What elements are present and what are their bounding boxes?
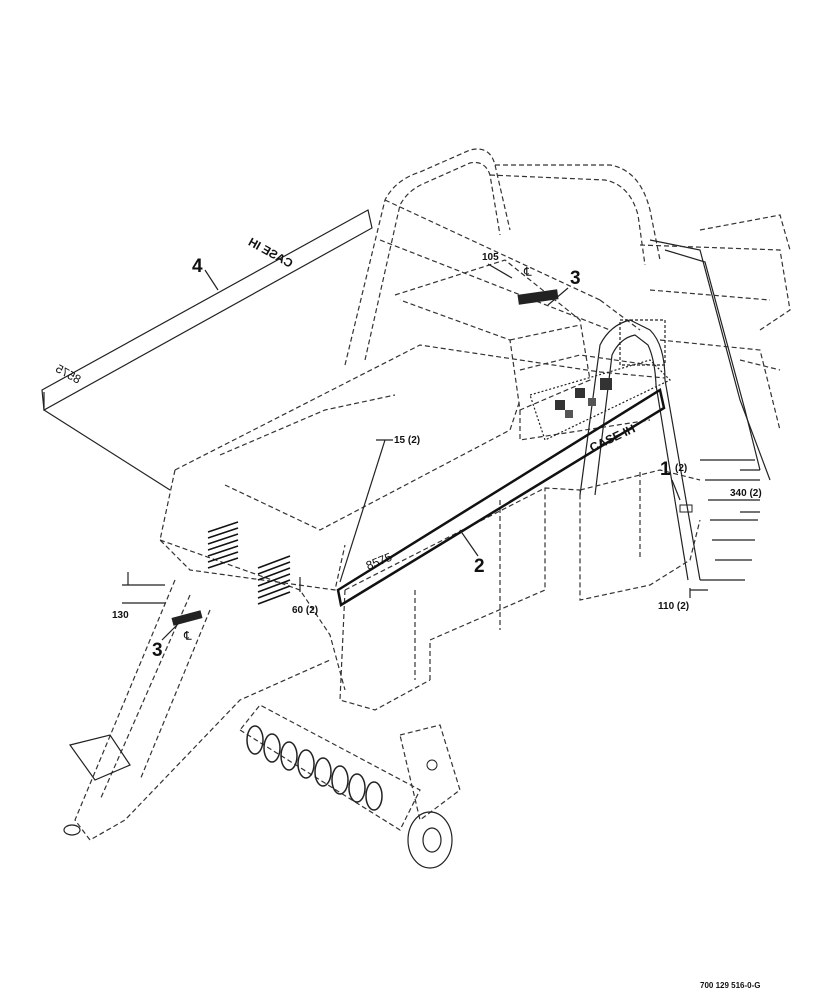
callout-2-label: 2 [474,556,485,577]
callout-4-label: 4 [192,256,203,277]
handrail-ladder [579,239,771,581]
side-stripe-decal: 8575 CASE IH [336,388,666,607]
hitch-tongue [63,579,331,841]
dimension-110: 110 (2) [658,588,708,612]
bale-chamber-rear [619,214,791,431]
callout-item-2: 2 [459,529,485,577]
dimension-340-label: 340 (2) [730,488,762,499]
callout-item-3-top: 3 ℄ [517,265,581,306]
front-vents [207,521,291,605]
rollbar-frame [344,148,661,366]
dimension-110-label: 110 (2) [658,601,689,612]
callout-item-3-left: 3 ℄ [152,610,203,661]
callout-1-qty: (2) [675,463,687,474]
dimension-15-label: 15 (2) [394,435,420,446]
decal-brand-text-top: CASE IH [246,235,295,271]
wheel [399,724,461,869]
decal-model-text-side: 8575 [364,550,394,573]
figure-id: 700 129 516-0-G [700,981,761,990]
dimension-340: 340 (2) [730,469,762,513]
callout-3-left-label: 3 [152,640,163,661]
baler-body [159,259,701,711]
dimension-60: 60 (2) [292,577,318,616]
dimension-105: 105 [482,252,513,279]
decal-model-text-top: 8575 [53,361,83,386]
dimension-105-label: 105 [482,252,499,263]
callout-item-4: 4 [192,256,219,291]
centerline-left: ℄ [183,629,192,643]
decal-brand-text-side: CASE IH [587,421,637,454]
callout-item-1: 1 (2) [660,459,693,513]
rear-logo-panel [529,359,672,441]
callout-3-top-label: 3 [570,268,581,289]
dimension-130: 130 [112,572,165,621]
dimension-60-label: 60 (2) [292,605,318,616]
dimension-130-label: 130 [112,610,129,621]
pickup-coil [239,704,421,831]
dimension-15: 15 (2) [339,435,420,583]
callout-1-label: 1 [660,459,671,480]
centerline-top: ℄ [523,265,532,279]
decal-strip-top: 8575 CASE IH [41,209,373,411]
